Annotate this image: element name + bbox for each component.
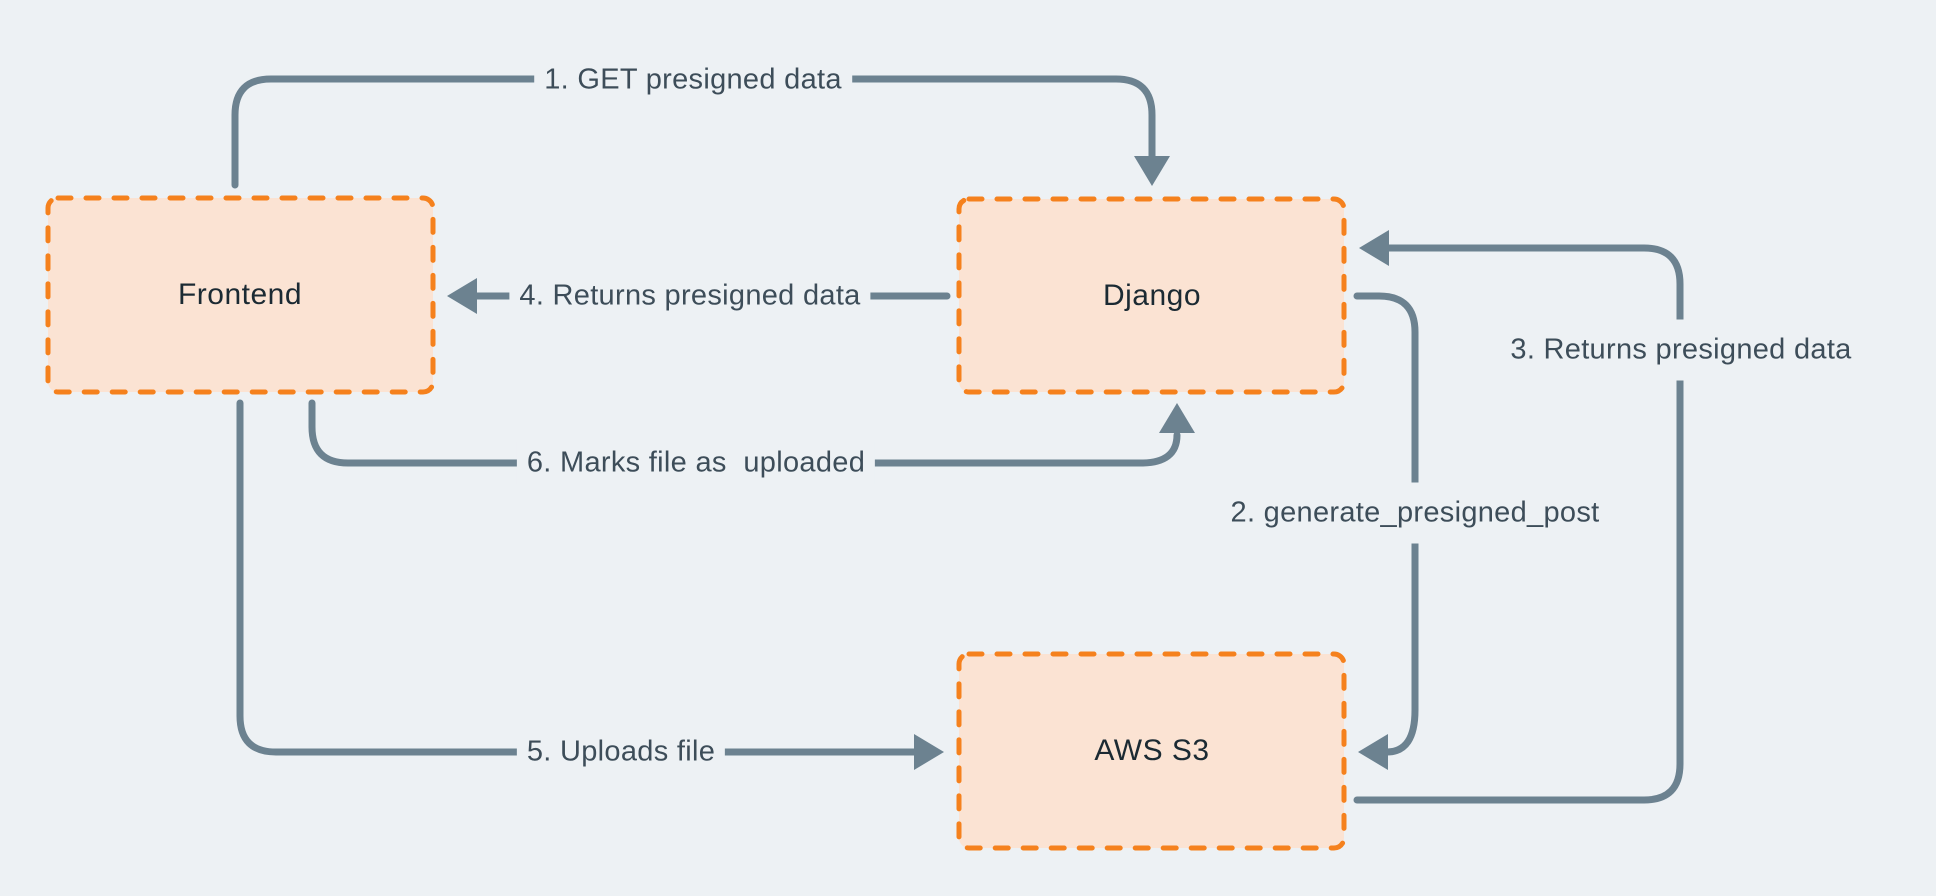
- connector-label-6: 6. Marks file as uploaded: [516, 441, 876, 485]
- connector-3-line: [1353, 244, 1684, 804]
- connector-2-arrowhead: [1358, 734, 1388, 770]
- node-box-aws-s3: [956, 651, 1347, 851]
- connector-label-1: 1. GET presigned data: [534, 58, 852, 102]
- connector-label-5: 5. Uploads file: [516, 730, 726, 774]
- node-box-frontend: [45, 195, 436, 395]
- node-label-aws-s3: AWS S3: [1094, 734, 1210, 767]
- connector-6-line: [308, 399, 1181, 467]
- node-box-django: [956, 196, 1347, 395]
- node-label-frontend: Frontend: [177, 278, 303, 311]
- connector-6-arrowhead: [1159, 403, 1195, 433]
- connector-2-line: [1353, 292, 1419, 756]
- connector-1-arrowhead: [1134, 156, 1170, 186]
- connector-label-4: 4. Returns presigned data: [509, 274, 871, 318]
- connector-3-arrowhead: [1359, 230, 1389, 266]
- connector-4-arrowhead: [447, 278, 477, 314]
- connector-label-2: 2. generate_presigned_post: [1218, 482, 1612, 544]
- node-label-django: Django: [1102, 279, 1202, 312]
- connector-5-arrowhead: [914, 734, 944, 770]
- connector-label-3: 3. Returns presigned data: [1498, 319, 1864, 381]
- connector-5-line: [236, 399, 919, 756]
